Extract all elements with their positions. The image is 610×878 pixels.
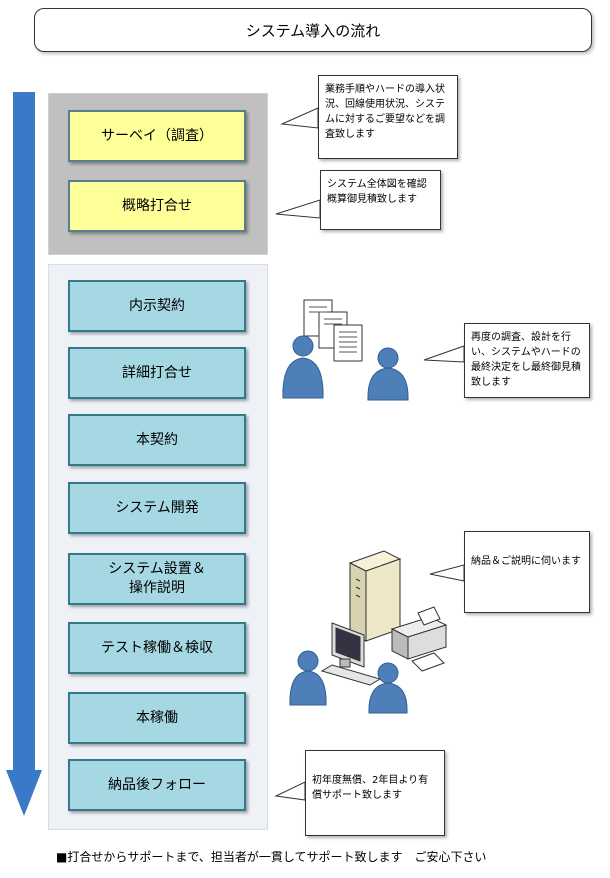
person-icon (289, 650, 327, 706)
step-after-delivery-follow: 納品後フォロー (68, 759, 246, 811)
flow-arrow-icon (6, 92, 42, 816)
person-icon (368, 662, 408, 714)
step-provisional-contract: 内示契約 (68, 280, 246, 332)
note-outline: システム全体図を確認概算御見積致します (320, 170, 441, 230)
note-delivery: 納品＆ご説明に伺います (464, 531, 590, 613)
step-go-live: 本稼働 (68, 692, 246, 744)
step-test-acceptance: テスト稼働＆検収 (68, 622, 246, 674)
step-system-development: システム開発 (68, 482, 246, 534)
step-survey: サーベイ（調査） (68, 110, 246, 162)
footer-note: ■打合せからサポートまで、担当者が一貫してサポート致します ご安心下さい (56, 850, 487, 864)
printer-icon (390, 606, 448, 672)
monitor-icon (320, 622, 382, 686)
person-icon (367, 347, 409, 401)
step-detail-meeting: 詳細打合せ (68, 347, 246, 399)
server-icon (348, 550, 402, 642)
documents-icon (303, 299, 363, 362)
page-title: システム導入の流れ (245, 21, 381, 40)
note-follow: 初年度無償、2年目より有償サポート致します (305, 750, 445, 836)
note-detail: 再度の調査、設計を行い、システムやハードの最終決定をし最終御見積致します (464, 323, 590, 398)
step-main-contract: 本契約 (68, 414, 246, 466)
meeting-illustration (282, 299, 409, 401)
title-box: システム導入の流れ (34, 8, 592, 52)
step-outline-meeting: 概略打合せ (68, 180, 246, 232)
note-survey: 業務手順やハードの導入状況、回線使用状況、システムに対するご要望などを調査致しま… (318, 75, 458, 159)
step-installation-explanation: システム設置＆ 操作説明 (68, 553, 246, 605)
delivery-illustration (289, 550, 448, 714)
person-icon (282, 335, 324, 399)
